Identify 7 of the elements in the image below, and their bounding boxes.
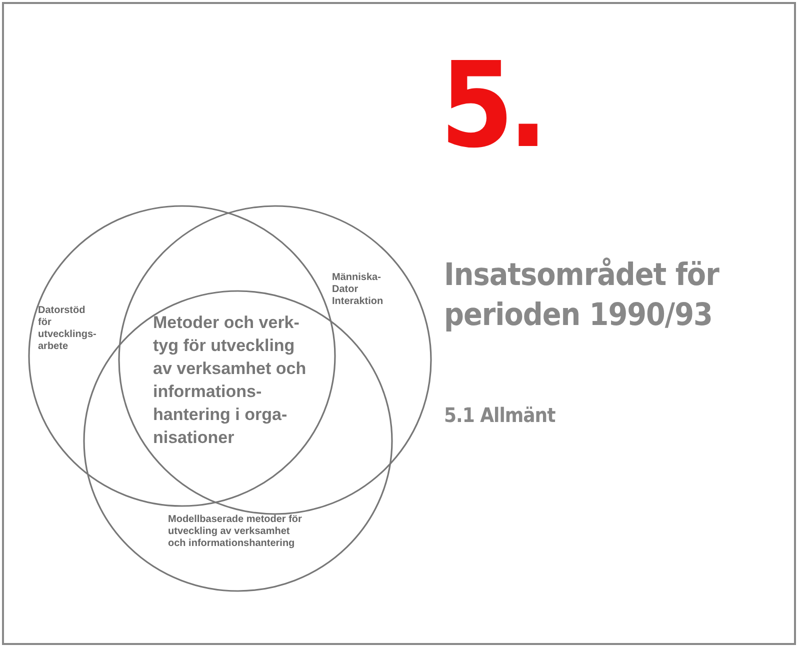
section-title: Insatsområdet för perioden 1990/93 [444, 256, 720, 335]
chapter-number: 5. [440, 35, 544, 176]
circle-label: Människa-Dator Interaktion [332, 272, 384, 308]
center-text: Metoder och verk-tyg för utveckling av verksamhet och informations-hantering i orga-nisationer [153, 312, 308, 449]
subsection-heading: 5.1 Allmänt [444, 402, 556, 428]
circle-label: Modellbaserade metoder för utveckling av verksamhet och informationshantering [168, 514, 303, 550]
circle-label: Datorstöd för utvecklings-arbete [38, 305, 98, 353]
